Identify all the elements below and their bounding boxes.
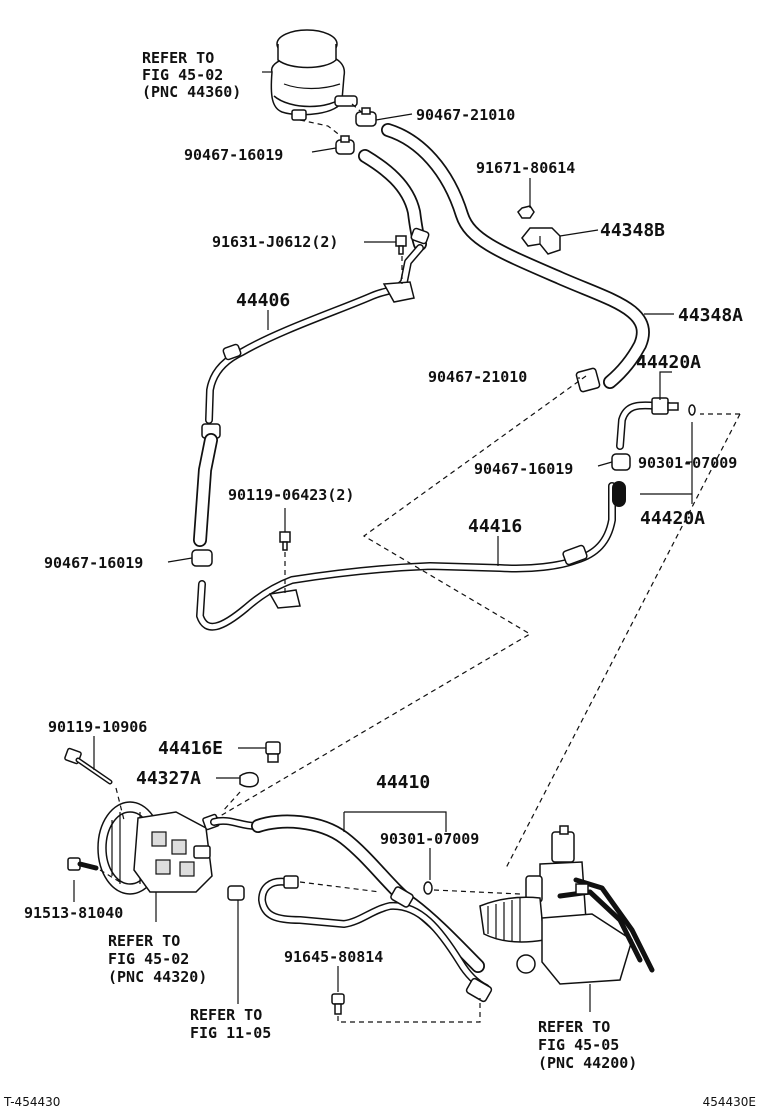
ref-reservoir-line2: FIG 45-02 [142, 66, 223, 84]
hose-44348A [381, 123, 650, 389]
label-44406: 44406 [236, 290, 290, 311]
label-91513-81040: 91513-81040 [24, 904, 123, 922]
label-44420A-top: 44420A [636, 352, 701, 373]
label-91645-80814: 91645-80814 [284, 948, 383, 966]
ref-pump-line2: FIG 45-02 [108, 950, 189, 968]
label-44348A: 44348A [678, 305, 743, 326]
label-44416E: 44416E [158, 738, 223, 759]
clamp-90467-16019-mid [611, 453, 631, 471]
bolt-91631-J0612 [395, 235, 407, 255]
footer-left-code: T-454430 [3, 1095, 60, 1109]
gasket-dash [221, 791, 241, 813]
ref-gear-line1: REFER TO [538, 1018, 610, 1036]
hose-44410 [210, 814, 493, 1003]
pipe-44406 [201, 244, 424, 439]
ref-fig11-line1: REFER TO [190, 1006, 262, 1024]
leader-90467-16019-mid [597, 461, 613, 467]
footer-right-code: 454430E [703, 1095, 756, 1109]
clamp-pump-lower [227, 885, 245, 901]
label-90467-21010-mid: 90467-21010 [428, 368, 527, 386]
steering-gear [479, 825, 655, 985]
ref-reservoir-line1: REFER TO [142, 49, 214, 67]
bolt-91645-80814 [331, 993, 345, 1015]
bolt-90119-10906-dash [115, 787, 125, 821]
label-90119-06423: 90119-06423(2) [228, 486, 354, 504]
bracket-44348B [521, 227, 561, 255]
union-bolt-44416E [265, 741, 281, 763]
label-90467-16019-mid: 90467-16019 [474, 460, 573, 478]
clamp-90467-21010-mid [575, 367, 601, 393]
reservoir-inlet-dash [351, 103, 367, 117]
label-44420A-bottom: 44420A [640, 508, 705, 529]
label-44327A: 44327A [136, 768, 201, 789]
label-90301-07009-bottom: 90301-07009 [380, 830, 479, 848]
leader-44348B [559, 229, 599, 237]
hose-reservoir-to-44406 [358, 149, 427, 251]
bolt-90119-06423 [279, 531, 291, 551]
reference-dash-mid [209, 375, 587, 823]
bolt-91513-dash [99, 869, 121, 883]
label-44410: 44410 [376, 772, 430, 793]
label-91631-J0612: 91631-J0612(2) [212, 233, 338, 251]
clamp-90467-16019-left [191, 549, 213, 567]
ref-fig11-line2: FIG 11-05 [190, 1024, 271, 1042]
label-90467-21010-top: 90467-21010 [416, 106, 515, 124]
pipe-44416 [196, 482, 616, 631]
leader-44410 [343, 811, 447, 832]
oring-90301-07009-top [688, 404, 696, 416]
leader-44420A-top [659, 371, 672, 400]
leader-90467-16019-top [311, 147, 337, 153]
clamp-90467-16019-top [335, 135, 355, 155]
label-90301-07009-top: 90301-07009 [638, 454, 737, 472]
label-90467-16019-left: 90467-16019 [44, 554, 143, 572]
oring-90301-07009-bottom [423, 881, 433, 895]
ref-gear-line2: FIG 45-05 [538, 1036, 619, 1054]
ref-reservoir-line3: (PNC 44360) [142, 83, 241, 101]
clamp-90467-21010-top [355, 107, 377, 127]
hose-left-lower [193, 433, 218, 547]
reservoir-outlet-dash [299, 119, 347, 141]
gasket-44327A [239, 771, 259, 788]
bolt-90119-10906 [64, 747, 113, 785]
ref-gear-line3: (PNC 44200) [538, 1054, 637, 1072]
leader-90467-16019-left [167, 557, 193, 563]
clip-44406-top [410, 227, 430, 245]
label-91671-80614: 91671-80614 [476, 159, 575, 177]
leader-44420A-bottom [640, 422, 693, 504]
pipe-44420A [616, 397, 679, 450]
bolt-91645-dash [337, 998, 481, 1023]
bracket-44416 [268, 589, 301, 609]
leader-90467-21010-top [375, 113, 413, 121]
label-44348B: 44348B [600, 220, 665, 241]
ref-pump-line3: (PNC 44320) [108, 968, 207, 986]
label-90119-10906: 90119-10906 [48, 718, 147, 736]
nut-91671-80614 [517, 205, 535, 219]
oring-bottom-dash [433, 889, 521, 895]
ref-pump-line1: REFER TO [108, 932, 180, 950]
bracket-44406 [382, 281, 415, 303]
reference-dash-right [505, 413, 741, 869]
bolt-91513-81040 [67, 857, 99, 871]
power-steering-pump [97, 801, 213, 895]
label-90467-16019-top: 90467-16019 [184, 146, 283, 164]
hose-44410-dash [299, 881, 381, 893]
label-44416: 44416 [468, 516, 522, 537]
reservoir-tank [270, 29, 358, 121]
